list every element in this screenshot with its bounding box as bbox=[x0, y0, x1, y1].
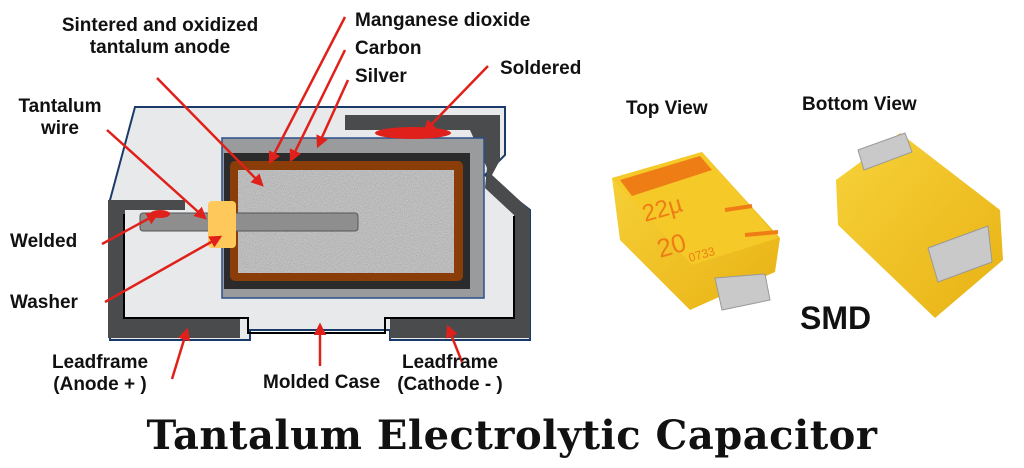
label-silver: Silver bbox=[355, 66, 407, 87]
label-wire-line2: wire bbox=[40, 118, 80, 139]
label-wire-line1: Tantalum bbox=[18, 96, 102, 117]
label-lead-cathode-line2: (Cathode - ) bbox=[397, 374, 503, 395]
label-welded: Welded bbox=[10, 231, 78, 252]
label-top-view: Top View bbox=[626, 98, 708, 119]
label-soldered: Soldered bbox=[500, 58, 582, 79]
label-anode-line1: Sintered and oxidized bbox=[61, 15, 259, 36]
label-molded-case: Molded Case bbox=[263, 372, 381, 393]
label-lead-anode-line1: Leadframe bbox=[51, 352, 149, 373]
label-smd: SMD bbox=[800, 300, 872, 336]
label-lead-anode-line2: (Anode + ) bbox=[53, 374, 147, 395]
label-lead-cathode-line1: Leadframe bbox=[401, 352, 499, 373]
label-manganese: Manganese dioxide bbox=[355, 10, 531, 31]
label-anode: Sintered and oxidized tantalum anode bbox=[40, 15, 280, 59]
label-leadframe-cathode: Leadframe (Cathode - ) bbox=[380, 352, 520, 396]
bottom-view-chip bbox=[836, 132, 1003, 318]
label-tantalum-wire: Tantalum wire bbox=[10, 96, 110, 140]
arrows bbox=[101, 16, 489, 380]
label-bottom-view: Bottom View bbox=[802, 94, 917, 115]
label-anode-line2: tantalum anode bbox=[89, 37, 231, 58]
leadframe-anode bbox=[108, 200, 240, 338]
tantalum-wire bbox=[139, 212, 359, 232]
solder-spot bbox=[375, 127, 451, 139]
page-title: Tantalum Electrolytic Capacitor bbox=[146, 412, 878, 459]
label-carbon: Carbon bbox=[355, 38, 422, 59]
top-view-chip: 22µ 20 0733 bbox=[612, 152, 780, 311]
label-leadframe-anode: Leadframe (Anode + ) bbox=[40, 352, 160, 396]
label-washer: Washer bbox=[10, 292, 78, 313]
